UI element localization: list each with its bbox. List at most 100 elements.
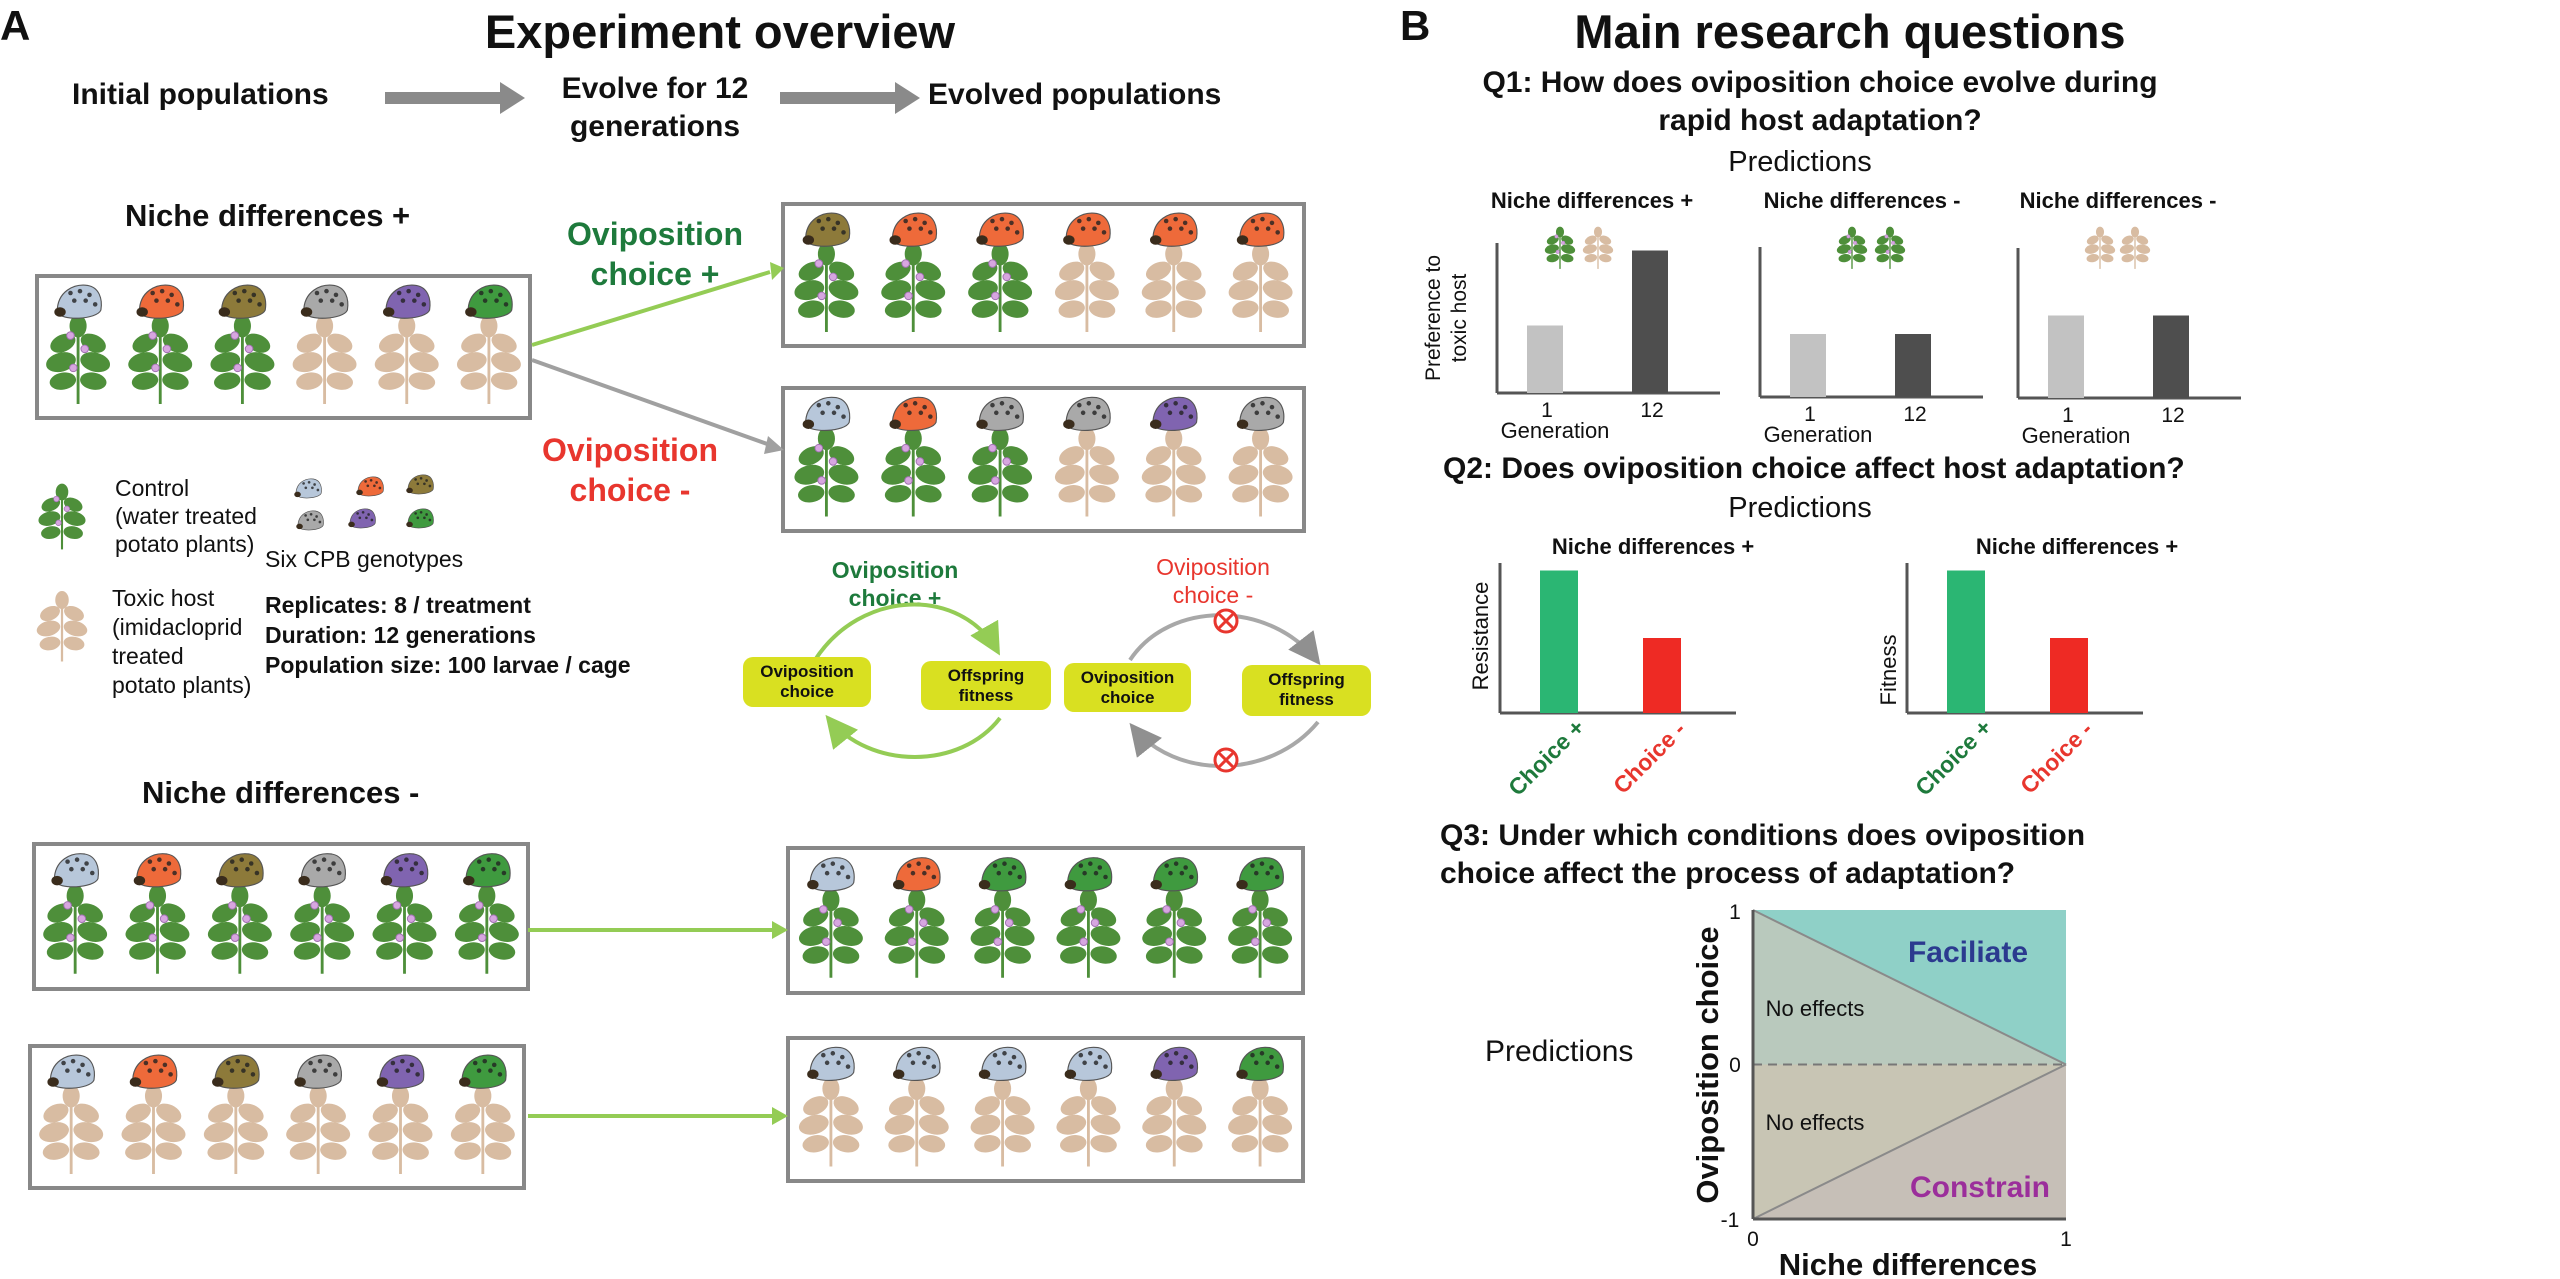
potato-plant-icon	[207, 884, 272, 974]
legend-replicates: Replicates: 8 / treatment	[265, 592, 531, 618]
beetle-icon	[893, 1046, 941, 1081]
legend-toxic-text: Toxic host (imidacloprid treated potato …	[112, 584, 251, 700]
potato-plant-icon	[125, 884, 190, 974]
potato-plant-icon	[46, 314, 111, 404]
potato-plant-icon	[1142, 888, 1207, 978]
beetle-icon	[406, 508, 434, 529]
potato-plant-icon	[290, 884, 355, 974]
cage-frame	[28, 1044, 526, 1190]
beetle-icon	[893, 857, 941, 892]
x-tick-label: 1	[2060, 1228, 2072, 1251]
region-label: Faciliate	[1908, 936, 2028, 969]
loop-minus-title-line2: choice -	[1172, 582, 1254, 608]
y-axis-label: Resistance	[1468, 582, 1493, 691]
beetle-icon	[294, 1054, 342, 1089]
beetle-icon	[1236, 212, 1285, 247]
legend-toxic-line: potato plants)	[112, 672, 252, 698]
beetle-icon	[300, 284, 349, 319]
potato-plant-icon	[884, 888, 949, 978]
beetle-icon	[1064, 1046, 1113, 1081]
chart-title: Niche differences -	[2020, 188, 2217, 213]
choice-plus-line2: choice +	[590, 256, 720, 292]
tick-label: Choice -	[2015, 716, 2098, 799]
toxic-plant-icon	[1228, 242, 1293, 332]
toxic-plant-icon	[970, 1077, 1035, 1167]
beetle-icon	[465, 284, 513, 319]
flow-arrow-1-head	[500, 82, 525, 114]
q3-predictions: Predictions	[1485, 1035, 1634, 1068]
y-axis-label: toxic host	[1448, 273, 1471, 362]
toxic-plant-icon	[286, 1084, 351, 1174]
flow-evolve-label: Evolve for 12 generations	[530, 70, 780, 146]
legend-experiment-details: Replicates: 8 / treatment Duration: 12 g…	[265, 590, 631, 680]
cage-evolved-choice-minus	[781, 386, 1306, 533]
beetle-icon	[348, 508, 376, 529]
potato-plant-icon	[128, 314, 193, 404]
q1-line1: Q1: How does oviposition choice evolve d…	[1482, 66, 2158, 99]
panel-a-letter: A	[0, 2, 31, 49]
toxic-plant-icon	[36, 591, 88, 662]
potato-plant-icon	[1874, 226, 1906, 269]
beetle-icon	[298, 853, 346, 888]
beetle-icon	[51, 853, 99, 888]
potato-plant-icon	[210, 314, 275, 404]
q1-predictions: Predictions	[1728, 146, 1872, 178]
potato-plant-icon	[1228, 888, 1293, 978]
beetle-icon	[1063, 396, 1111, 431]
feedback-loops: OvipositionchoiceOffspringfitnessOviposi…	[743, 602, 1371, 773]
bar-choice-plus	[1540, 570, 1578, 713]
beetle-icon	[376, 1054, 425, 1089]
beetle-icon	[978, 857, 1027, 892]
potato-plant-icon	[798, 888, 863, 978]
beetle-icon	[216, 853, 264, 888]
cage-frame	[781, 386, 1306, 533]
choice-minus-label: Oviposition choice -	[520, 430, 740, 510]
flow-evolve-line2: generations	[569, 110, 741, 143]
beetle-icon	[889, 212, 938, 247]
beetle-icon	[802, 212, 851, 247]
potato-plant-icon	[881, 242, 946, 332]
flow-arrows	[385, 82, 920, 114]
loop-minus-title-line1: Oviposition	[1156, 554, 1270, 580]
niche-plus-label: Niche differences +	[125, 198, 411, 233]
beetle-icon	[807, 1046, 855, 1081]
legend-control-line: Control	[115, 475, 190, 501]
arrow-choice-plus	[531, 270, 771, 347]
legend-toxic-line: Toxic host	[112, 585, 215, 611]
beetle-icon	[380, 853, 429, 888]
toxic-plant-icon	[368, 1084, 433, 1174]
region-label: No effects	[1766, 1110, 1865, 1135]
cage-frame	[786, 1036, 1305, 1183]
potato-plant-icon	[1544, 226, 1576, 269]
potato-plant-icon	[970, 888, 1035, 978]
y-axis-label: Oviposition choice	[1690, 926, 1725, 1203]
cage-frame	[781, 202, 1306, 348]
loop-node-label: Offspring	[1268, 670, 1345, 689]
beetle-icon	[1236, 396, 1285, 431]
chart-title: Niche differences +	[1976, 534, 2178, 559]
toxic-plant-icon	[798, 1077, 863, 1167]
beetle-icon	[383, 284, 431, 319]
arrow-niche-minus-control-head	[772, 921, 788, 939]
bar-gen-1	[1790, 334, 1826, 397]
bar-gen-12	[2153, 315, 2189, 398]
cage-frame	[32, 842, 530, 991]
flow-evolve-line1: Evolve for 12	[561, 72, 749, 105]
bar-gen-12	[1895, 334, 1931, 397]
chart-title: Niche differences +	[1491, 188, 1693, 213]
q3-line1: Q3: Under which conditions does oviposit…	[1440, 819, 2086, 852]
q3-text: Q3: Under which conditions does oviposit…	[1440, 817, 2085, 893]
bar-choice-plus	[1947, 570, 1985, 713]
beetle-icon	[976, 396, 1024, 431]
loop-node-label: choice	[780, 682, 834, 701]
arrow-niche-minus-toxic-head	[772, 1107, 788, 1125]
bar-gen-1	[1527, 325, 1563, 393]
tick-label: 1	[1541, 399, 1553, 422]
legend-toxic-line: (imidacloprid	[112, 614, 243, 640]
loop-node-label: Offspring	[948, 666, 1025, 685]
